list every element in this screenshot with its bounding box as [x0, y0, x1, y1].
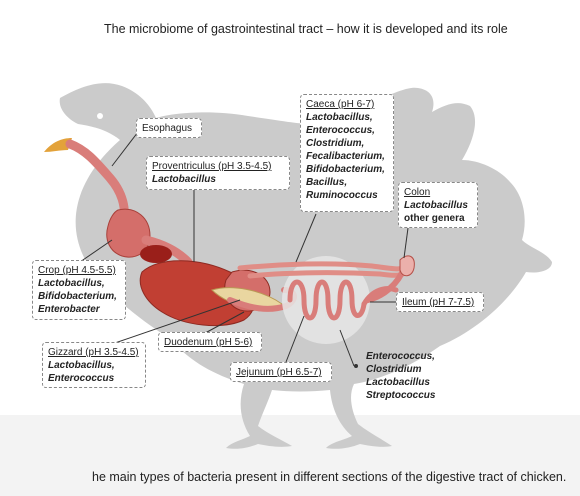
- label-caeca-bacteria-4: Fecalibacterium,: [306, 151, 385, 162]
- leader-jejunum: [285, 315, 305, 363]
- label-duodenum: Duodenum (pH 5-6): [158, 332, 262, 352]
- label-ileum: Ileum (pH 7-7.5): [396, 292, 484, 312]
- label-proventriculus-head: Proventriculus (pH 3.5-4.5): [152, 161, 272, 172]
- spleen: [140, 245, 172, 263]
- label-crop-bacteria-3: Enterobacter: [38, 304, 100, 315]
- jejunum-bacteria-1: Enterococcus,: [366, 351, 435, 362]
- leader-jejunum-bacteria: [339, 329, 355, 367]
- label-jejunum: Jejunum (pH 6.5-7): [230, 362, 332, 382]
- crop-organ: [106, 208, 151, 258]
- leader-caeca: [295, 213, 317, 263]
- label-esophagus: Esophagus: [136, 118, 202, 138]
- leader-esophagus: [111, 131, 139, 167]
- label-proventriculus-bacteria: Lactobacillus: [152, 174, 216, 185]
- label-duodenum-head: Duodenum (pH 5-6): [164, 337, 253, 348]
- label-crop: Crop (pH 4.5-5.5) Lactobacillus, Bifidob…: [32, 260, 126, 320]
- label-caeca-bacteria-3: Clostridium,: [306, 138, 365, 149]
- leader-gizzard: [111, 299, 241, 345]
- liver: [139, 260, 255, 327]
- jejunum-coils: [287, 279, 367, 321]
- caeca-tube: [237, 261, 407, 272]
- label-jejunum-bacteria: Enterococcus, Clostridium Lactobacillus …: [366, 350, 435, 402]
- label-gizzard-bacteria-1: Lactobacillus,: [48, 360, 115, 371]
- jejunum-bacteria-4: Streptococcus: [366, 390, 436, 401]
- label-caeca-head: Caeca (pH 6-7): [306, 99, 375, 110]
- beak: [44, 138, 72, 152]
- label-gizzard: Gizzard (pH 3.5-4.5) Lactobacillus, Ente…: [42, 342, 146, 388]
- label-caeca-bacteria-5: Bifidobacterium,: [306, 164, 385, 175]
- label-colon-head: Colon: [404, 187, 431, 198]
- label-gizzard-head: Gizzard (pH 3.5-4.5): [48, 347, 139, 358]
- caption-background: [0, 415, 580, 496]
- label-caeca: Caeca (pH 6-7) Lactobacillus, Enterococc…: [300, 94, 394, 212]
- leader-dot-jejunum-bacteria: [354, 364, 358, 368]
- label-jejunum-head: Jejunum (pH 6.5-7): [236, 367, 322, 378]
- jejunum-bacteria-3: Lactobacillus: [366, 377, 430, 388]
- label-crop-bacteria-2: Bifidobacterium,: [38, 291, 117, 302]
- cloaca: [399, 255, 415, 277]
- label-crop-head: Crop (pH 4.5-5.5): [38, 265, 116, 276]
- label-ileum-head: Ileum (pH 7-7.5): [402, 297, 475, 308]
- proventriculus-tube: [141, 235, 193, 267]
- label-caeca-bacteria-6: Bacillus,: [306, 177, 348, 188]
- label-esophagus-head: Esophagus: [142, 123, 193, 134]
- diagram-caption: he main types of bacteria present in dif…: [92, 470, 567, 484]
- label-caeca-bacteria-2: Enterococcus,: [306, 125, 375, 136]
- label-colon: Colon Lactobacillus other genera: [398, 182, 478, 228]
- jejunum-bacteria-2: Clostridium: [366, 364, 422, 375]
- label-colon-bacteria: Lactobacillus: [404, 200, 468, 211]
- label-caeca-bacteria-1: Lactobacillus,: [306, 112, 373, 123]
- leader-colon: [403, 227, 409, 259]
- label-gizzard-bacteria-2: Enterococcus: [48, 373, 115, 384]
- label-proventriculus: Proventriculus (pH 3.5-4.5) Lactobacillu…: [146, 156, 290, 190]
- diagram-title: The microbiome of gastrointestinal tract…: [104, 22, 508, 36]
- label-caeca-bacteria-7: Ruminococcus: [306, 190, 378, 201]
- label-colon-extra: other genera: [404, 213, 465, 224]
- esophagus-tube: [65, 139, 129, 227]
- label-crop-bacteria-1: Lactobacillus,: [38, 278, 105, 289]
- leader-crop: [79, 239, 113, 263]
